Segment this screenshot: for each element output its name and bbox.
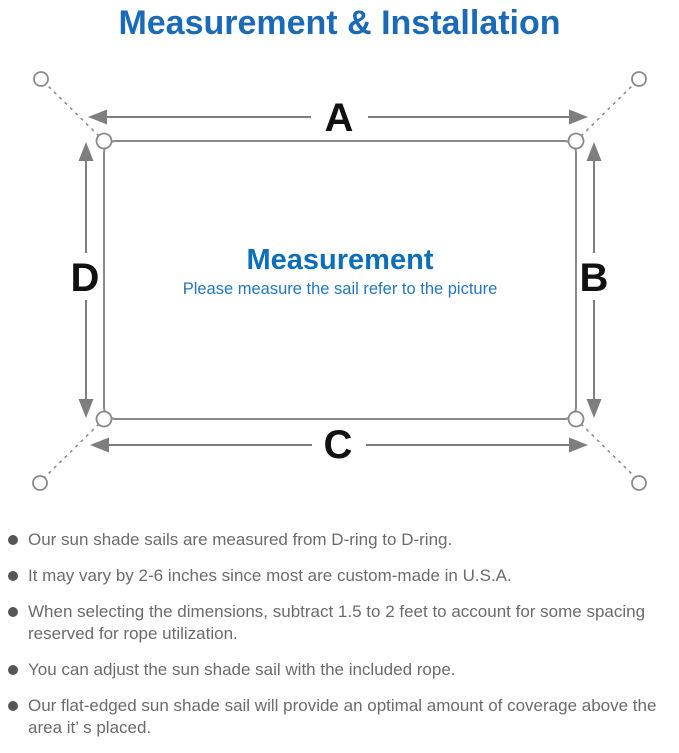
anchor-point-bottom-right-icon xyxy=(631,475,647,491)
dimension-arrow-d: D xyxy=(71,142,100,418)
page-title: Measurement & Installation xyxy=(118,4,561,42)
bullet-icon xyxy=(8,665,18,675)
anchor-point-top-left-icon xyxy=(33,71,49,87)
anchor-point-top-right-icon xyxy=(631,71,647,87)
tie-line-top-left xyxy=(44,82,100,137)
d-ring-bottom-right-icon xyxy=(567,410,585,428)
dimension-arrow-a: A xyxy=(88,96,588,140)
list-item: Our sun shade sails are measured from D-… xyxy=(8,529,673,551)
note-text: Our sun shade sails are measured from D-… xyxy=(28,530,453,549)
anchor-point-bottom-left-icon xyxy=(32,475,48,491)
d-ring-top-right-icon xyxy=(567,132,585,150)
note-text: It may vary by 2-6 inches since most are… xyxy=(28,566,512,585)
diagram-subtitle: Please measure the sail refer to the pic… xyxy=(183,280,498,298)
note-text: You can adjust the sun shade sail with t… xyxy=(28,660,456,679)
tie-line-bottom-left xyxy=(44,423,100,478)
note-text: Our flat-edged sun shade sail will provi… xyxy=(28,696,657,737)
note-text: When selecting the dimensions, subtract … xyxy=(28,602,646,643)
list-item: You can adjust the sun shade sail with t… xyxy=(8,659,673,681)
list-item: Our flat-edged sun shade sail will provi… xyxy=(8,695,673,739)
bullet-icon xyxy=(8,571,18,581)
tie-line-bottom-right xyxy=(580,423,636,478)
d-ring-bottom-left-icon xyxy=(95,410,113,428)
diagram-heading: Measurement xyxy=(247,244,434,276)
tie-line-top-right xyxy=(580,82,636,137)
sail-measurement-diagram: A C D B Measurement Please meas xyxy=(0,55,679,520)
list-item: It may vary by 2-6 inches since most are… xyxy=(8,565,673,587)
sail-outline xyxy=(103,140,577,420)
bullet-icon xyxy=(8,607,18,617)
notes-list: Our sun shade sails are measured from D-… xyxy=(0,529,679,753)
dimension-label-c: C xyxy=(324,423,353,467)
dimension-label-a: A xyxy=(325,96,354,140)
list-item: When selecting the dimensions, subtract … xyxy=(8,601,673,645)
dimension-label-d: D xyxy=(71,256,100,300)
dimension-arrow-b: B xyxy=(580,142,609,418)
dimension-label-b: B xyxy=(580,256,609,300)
bullet-icon xyxy=(8,535,18,545)
d-ring-top-left-icon xyxy=(95,132,113,150)
bullet-icon xyxy=(8,701,18,711)
dimension-arrow-c: C xyxy=(90,423,588,467)
diagram-canvas: A C D B Measurement Please meas xyxy=(32,71,647,491)
